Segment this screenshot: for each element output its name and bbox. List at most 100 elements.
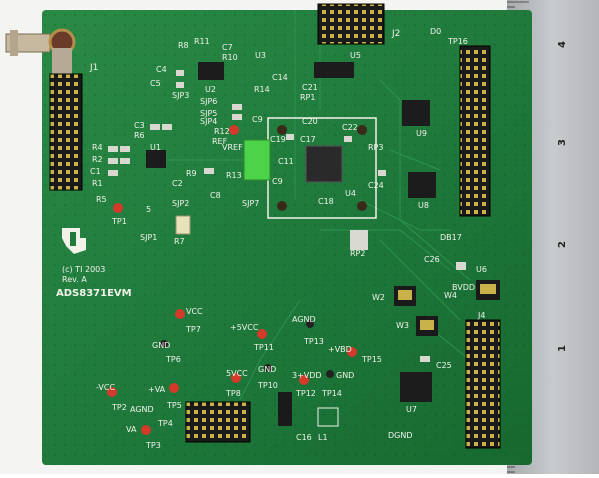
label-tp11: TP11 — [253, 343, 274, 352]
label-j2: J2 — [391, 29, 400, 39]
label-tp7: TP7 — [185, 325, 201, 334]
w-jumpers: W2 W3 W4 — [372, 280, 500, 336]
label-va: VA — [126, 425, 137, 434]
label-agnd-1: AGND — [292, 315, 316, 324]
label-c24: C24 — [368, 181, 384, 190]
label-gnd-2: GND — [258, 365, 276, 374]
label-c16: C16 — [296, 433, 312, 442]
label-tp6: TP6 — [165, 355, 181, 364]
label-u4: U4 — [345, 189, 356, 198]
label-r14: R14 — [254, 85, 270, 94]
label-3vdd: 3+VDD — [292, 371, 322, 380]
label-r9: R9 — [186, 169, 197, 178]
header-j4: J4 — [465, 311, 501, 449]
bottom-capacitor — [278, 392, 292, 426]
label-tp4: TP4 — [157, 419, 173, 428]
label-sjp3: SJP3 — [172, 91, 189, 100]
label-tp9-ref: REF — [212, 137, 228, 146]
label-sjp4: SJP4 — [200, 117, 217, 126]
label-c12: C11 — [278, 157, 294, 166]
label-sjp7: SJP7 — [242, 199, 259, 208]
label-tp13: TP13 — [303, 337, 324, 346]
label-tp8: TP8 — [225, 389, 241, 398]
label-tp5: TP5 — [166, 401, 182, 410]
label-dgnd: DGND — [388, 431, 413, 440]
board-name: ADS8371EVM — [56, 288, 132, 299]
label-u7: U7 — [406, 405, 417, 414]
label-vref: VREF — [222, 143, 243, 152]
label-rp1: RP1 — [300, 93, 315, 102]
label-c5: C5 — [150, 79, 161, 88]
label-r12: R12 — [214, 127, 230, 136]
ic-chips: U2 U5 U9 U8 U7 U1 U3 U6 — [146, 51, 487, 414]
label-r4: R4 — [92, 143, 103, 152]
label-c8: C8 — [210, 191, 221, 200]
label-c4: C4 — [156, 65, 167, 74]
ruler-number: 4 — [557, 41, 568, 48]
label-u2: U2 — [205, 85, 216, 94]
label-u1: U1 — [150, 143, 161, 152]
silkscreen-components: R4 R2 C1 R1 R5 C3 R6 C2 R8 R11 C7 R10 SJ… — [90, 37, 288, 246]
label-tp2: TP2 — [111, 403, 127, 412]
label-db17: DB17 — [440, 233, 462, 242]
label-r2: R2 — [92, 155, 103, 164]
label-tp14: TP14 — [321, 389, 342, 398]
label-c19: C19 — [270, 135, 286, 144]
board-info: (c) TI 2003 Rev. A ADS8371EVM — [56, 228, 132, 299]
label-w3: W3 — [396, 321, 409, 330]
silkscreen-power: VCC +5VCC AGND +VBD GND GND GND +VA VA -… — [96, 143, 475, 440]
ti-logo — [62, 228, 86, 254]
label-sjp5: SJP5 — [200, 109, 217, 118]
label-sjp6: SJP6 — [200, 97, 217, 106]
label-r1: R1 — [92, 179, 103, 188]
revision-text: Rev. A — [62, 275, 87, 284]
ruler-number: 1 — [557, 345, 568, 352]
label-five: 5 — [146, 205, 151, 214]
label-c3: C3 — [134, 121, 145, 130]
smd-components — [108, 70, 466, 362]
label-c2: C2 — [172, 179, 183, 188]
label-j1: J1 — [89, 63, 98, 73]
header-bottom — [185, 401, 251, 443]
label-r10: R10 — [222, 53, 238, 62]
label-c21: C21 — [302, 83, 318, 92]
label-tp15: TP15 — [361, 355, 382, 364]
label-plus-vbd: +VBD — [328, 345, 352, 354]
header-j2: J2 — [317, 3, 400, 45]
label-r5: R5 — [96, 195, 107, 204]
label-r6: R6 — [134, 131, 145, 140]
label-c9: C9 — [272, 177, 283, 186]
label-bvdd: BVDD — [452, 283, 475, 292]
silkscreen-components-right: C21 RP1 C20 C22 C17 C19 C11 C9 C18 RP3 C… — [270, 27, 452, 442]
label-w4: W4 — [444, 291, 457, 300]
label-j4: J4 — [477, 311, 485, 320]
label-c1: C1 — [90, 167, 101, 176]
label-agnd-2: AGND — [130, 405, 154, 414]
label-c7: C7 — [222, 43, 233, 52]
label-rp3: RP3 — [368, 143, 383, 152]
label-c18: C18 — [318, 197, 334, 206]
sma-connector — [5, 28, 76, 76]
label-c11: C9 — [252, 115, 263, 124]
copyright-text: (c) TI 2003 — [62, 265, 105, 274]
label-sjp2: SJP2 — [172, 199, 189, 208]
silkscreen-tp: TP1 TP2 TP3 TP4 TP5 TP6 TP7 TP8 TP10 TP1… — [111, 217, 382, 450]
label-c17: C17 — [300, 135, 316, 144]
label-u3: U3 — [255, 51, 266, 60]
label-vcc: VCC — [186, 307, 203, 316]
ruler-number: 3 — [557, 139, 568, 146]
header-j3: TP16 DB17 — [440, 37, 491, 242]
label-u8: U8 — [418, 201, 429, 210]
label-d0: D0 — [430, 27, 441, 36]
adc-area: U4 — [267, 117, 377, 219]
green-jumper — [243, 139, 271, 181]
label-u6: U6 — [476, 265, 487, 274]
pcb-traces — [150, 10, 471, 401]
label-gnd-1: GND — [152, 341, 170, 350]
label-c26: C26 — [424, 255, 440, 264]
label-r13: R13 — [226, 171, 242, 180]
label-rp2: RP2 — [350, 249, 365, 258]
label-tp3: TP3 — [145, 441, 161, 450]
